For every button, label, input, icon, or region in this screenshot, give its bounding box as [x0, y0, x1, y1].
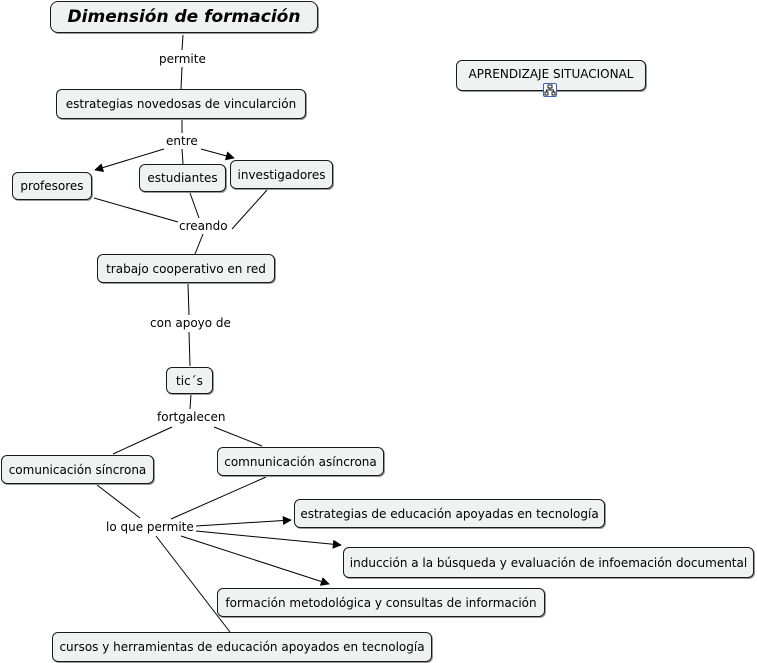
line-tics-fortgalecen	[189, 393, 192, 410]
line-conapoyo-tics	[188, 331, 191, 367]
concept-profesores[interactable]: profesores	[12, 172, 92, 200]
concept-tics[interactable]: tic´s	[166, 367, 213, 394]
concept-estudiantes[interactable]: estudiantes	[139, 164, 226, 192]
linking-phrase-entre[interactable]: entre	[165, 134, 199, 148]
arrow-loquepermite-formacion	[180, 535, 330, 586]
concept-comunicacion-sincrona[interactable]: comunicación síncrona	[1, 455, 154, 484]
line-investigadores-creando	[231, 189, 268, 230]
concept-investigadores[interactable]: investigadores	[230, 160, 333, 189]
linking-phrase-creando[interactable]: creando	[178, 219, 229, 233]
concept-formacion-metodologica[interactable]: formación metodológica y consultas de in…	[217, 588, 545, 617]
concept-estrategias-novedosas[interactable]: estrategias novedosas de vincularción	[56, 89, 306, 119]
concept-dimension-de-formacion[interactable]: Dimensión de formación	[50, 1, 318, 33]
arrow-entre-profesores	[94, 148, 165, 172]
line-loquepermite-cursos	[155, 535, 231, 633]
line-fortgalecen-asincrona	[213, 426, 263, 447]
line-profesores-creando	[93, 197, 179, 223]
concept-map-icon[interactable]	[543, 83, 557, 97]
line-permite-estrategias	[180, 66, 183, 90]
concept-comunicacion-asincrona[interactable]: comnunicación asíncrona	[217, 447, 384, 476]
line-title-permite	[181, 34, 184, 51]
line-trabajo-conapoyo	[187, 283, 190, 316]
concept-cursos-herramientas[interactable]: cursos y herramientas de educación apoya…	[52, 632, 432, 662]
arrow-entre-investigadores	[200, 148, 235, 161]
arrow-loquepermite-induccion	[195, 530, 342, 549]
line-entre-estudiantes	[181, 148, 184, 165]
line-creando-trabajo	[194, 233, 204, 255]
linking-phrase-lo-que-permite[interactable]: lo que permite	[105, 520, 195, 534]
arrow-loquepermite-estrategias-educacion	[195, 516, 292, 527]
line-fortgalecen-sincrona	[112, 426, 173, 455]
line-estudiantes-creando	[189, 192, 200, 219]
concept-trabajo-cooperativo[interactable]: trabajo cooperativo en red	[97, 254, 275, 283]
linking-phrase-permite[interactable]: permite	[158, 52, 207, 66]
linking-phrase-con-apoyo-de[interactable]: con apoyo de	[149, 316, 232, 330]
line-sincrona-loquepermite	[96, 484, 141, 519]
concept-estrategias-educacion[interactable]: estrategias de educación apoyadas en tec…	[294, 499, 605, 528]
linking-phrase-fortgalecen[interactable]: fortgalecen	[156, 410, 227, 424]
concept-induccion[interactable]: inducción a la búsqueda y evaluación de …	[343, 547, 754, 578]
line-asincrona-loquepermite	[170, 476, 267, 520]
